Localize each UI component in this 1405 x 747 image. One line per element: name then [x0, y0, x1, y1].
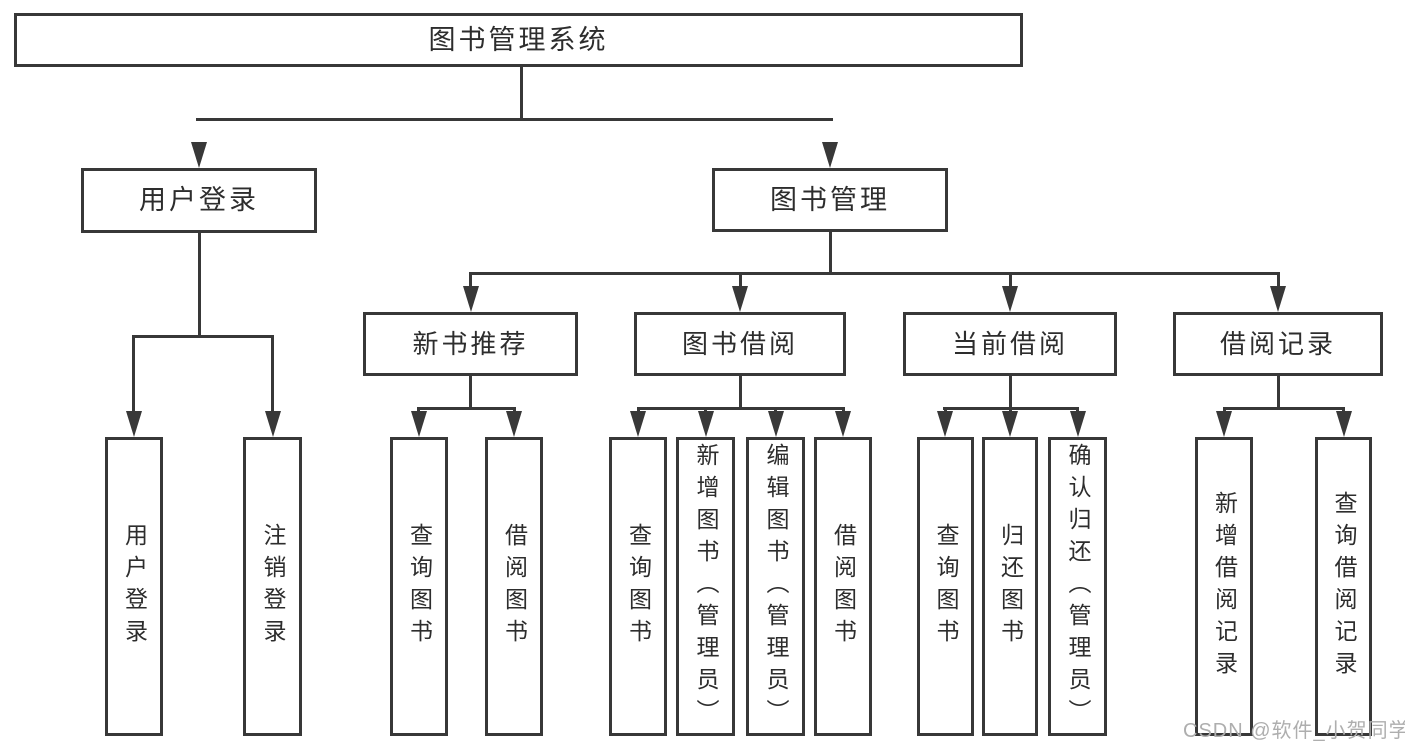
arrow-down-icon — [264, 411, 281, 437]
node-label: 编辑图书（管理员） — [763, 442, 789, 731]
arrow-down-icon — [1002, 286, 1018, 312]
connector-vline — [1276, 376, 1280, 409]
node-label: 借阅图书 — [501, 522, 528, 651]
arrow-down-icon — [191, 142, 207, 168]
connector-vline — [469, 272, 472, 290]
node-leaf-edit-book-admin: 编辑图书（管理员） — [746, 437, 805, 736]
arrow-down-icon — [835, 411, 851, 437]
connector-vline — [520, 67, 523, 119]
arrow-down-icon — [1069, 411, 1086, 437]
node-library-management-system: 图书管理系统 — [14, 13, 1023, 67]
node-label: 借阅记录 — [1219, 329, 1336, 359]
arrow-down-icon — [125, 411, 142, 437]
connector-vline — [1276, 272, 1280, 290]
node-label: 图书管理 — [770, 184, 890, 215]
connector-vline — [132, 335, 135, 413]
node-label: 图书管理系统 — [428, 24, 609, 55]
connector-vline — [738, 272, 742, 290]
node-label: 注销登录 — [260, 522, 286, 651]
arrow-down-icon — [822, 142, 838, 168]
node-label: 借阅图书 — [830, 522, 857, 651]
node-new-book-recommend: 新书推荐 — [363, 312, 578, 376]
arrow-down-icon — [1216, 411, 1232, 437]
node-leaf-confirm-return-admin: 确认归还（管理员） — [1048, 437, 1107, 736]
node-label: 确认归还（管理员） — [1065, 442, 1091, 731]
node-leaf-borrow-book-recommend: 借阅图书 — [485, 437, 543, 736]
connector-hline — [196, 118, 833, 121]
node-label: 查询图书 — [625, 522, 652, 651]
connector-vline — [469, 376, 472, 409]
arrow-down-icon — [937, 411, 953, 437]
connector-hline — [132, 335, 274, 338]
node-label: 归还图书 — [997, 522, 1024, 651]
watermark: CSDN @软件_小贺同学 — [1183, 720, 1405, 742]
node-current-borrow: 当前借阅 — [903, 312, 1117, 376]
node-label: 查询图书 — [933, 522, 959, 651]
node-book-management: 图书管理 — [712, 168, 948, 232]
node-label: 查询借阅记录 — [1331, 490, 1357, 683]
connector-vline — [738, 376, 742, 409]
node-leaf-query-book-borrow: 查询图书 — [609, 437, 667, 736]
node-label: 新书推荐 — [412, 329, 529, 359]
node-leaf-add-borrow-record: 新增借阅记录 — [1195, 437, 1253, 736]
connector-vline — [828, 232, 832, 275]
node-book-borrow: 图书借阅 — [634, 312, 846, 376]
arrow-down-icon — [630, 411, 646, 437]
node-label: 新增借阅记录 — [1211, 490, 1238, 683]
connector-vline — [1008, 272, 1012, 290]
node-label: 当前借阅 — [951, 329, 1068, 359]
node-borrow-records: 借阅记录 — [1173, 312, 1383, 376]
node-leaf-borrow-book: 借阅图书 — [814, 437, 872, 736]
node-leaf-return-book: 归还图书 — [982, 437, 1038, 736]
node-leaf-user-login: 用户登录 — [105, 437, 163, 736]
arrow-down-icon — [732, 286, 748, 312]
arrow-down-icon — [1270, 286, 1286, 312]
arrow-down-icon — [1002, 411, 1018, 437]
node-label: 用户登录 — [121, 522, 148, 651]
connector-hline — [636, 407, 845, 410]
node-leaf-logout: 注销登录 — [243, 437, 302, 736]
node-leaf-query-book-current: 查询图书 — [917, 437, 974, 736]
arrow-down-icon — [697, 411, 714, 437]
connector-vline — [1008, 376, 1012, 409]
node-label: 图书借阅 — [681, 329, 798, 359]
arrow-down-icon — [462, 286, 479, 312]
arrow-down-icon — [767, 411, 784, 437]
connector-hline — [417, 407, 516, 410]
connector-vline — [197, 233, 201, 338]
connector-vline — [271, 335, 274, 413]
connector-hline — [943, 407, 1079, 410]
arrow-down-icon — [506, 411, 522, 437]
node-label: 用户登录 — [139, 185, 259, 215]
connector-hline — [1222, 407, 1345, 410]
node-user-login: 用户登录 — [81, 168, 317, 233]
arrow-down-icon — [1335, 411, 1352, 437]
node-label: 查询图书 — [406, 522, 433, 651]
node-label: 新增图书（管理员） — [693, 442, 719, 731]
node-leaf-add-book-admin: 新增图书（管理员） — [676, 437, 735, 736]
arrow-down-icon — [410, 411, 427, 437]
connector-hline — [469, 272, 1280, 275]
node-leaf-query-borrow-record: 查询借阅记录 — [1315, 437, 1372, 736]
node-leaf-query-book-recommend: 查询图书 — [390, 437, 448, 736]
